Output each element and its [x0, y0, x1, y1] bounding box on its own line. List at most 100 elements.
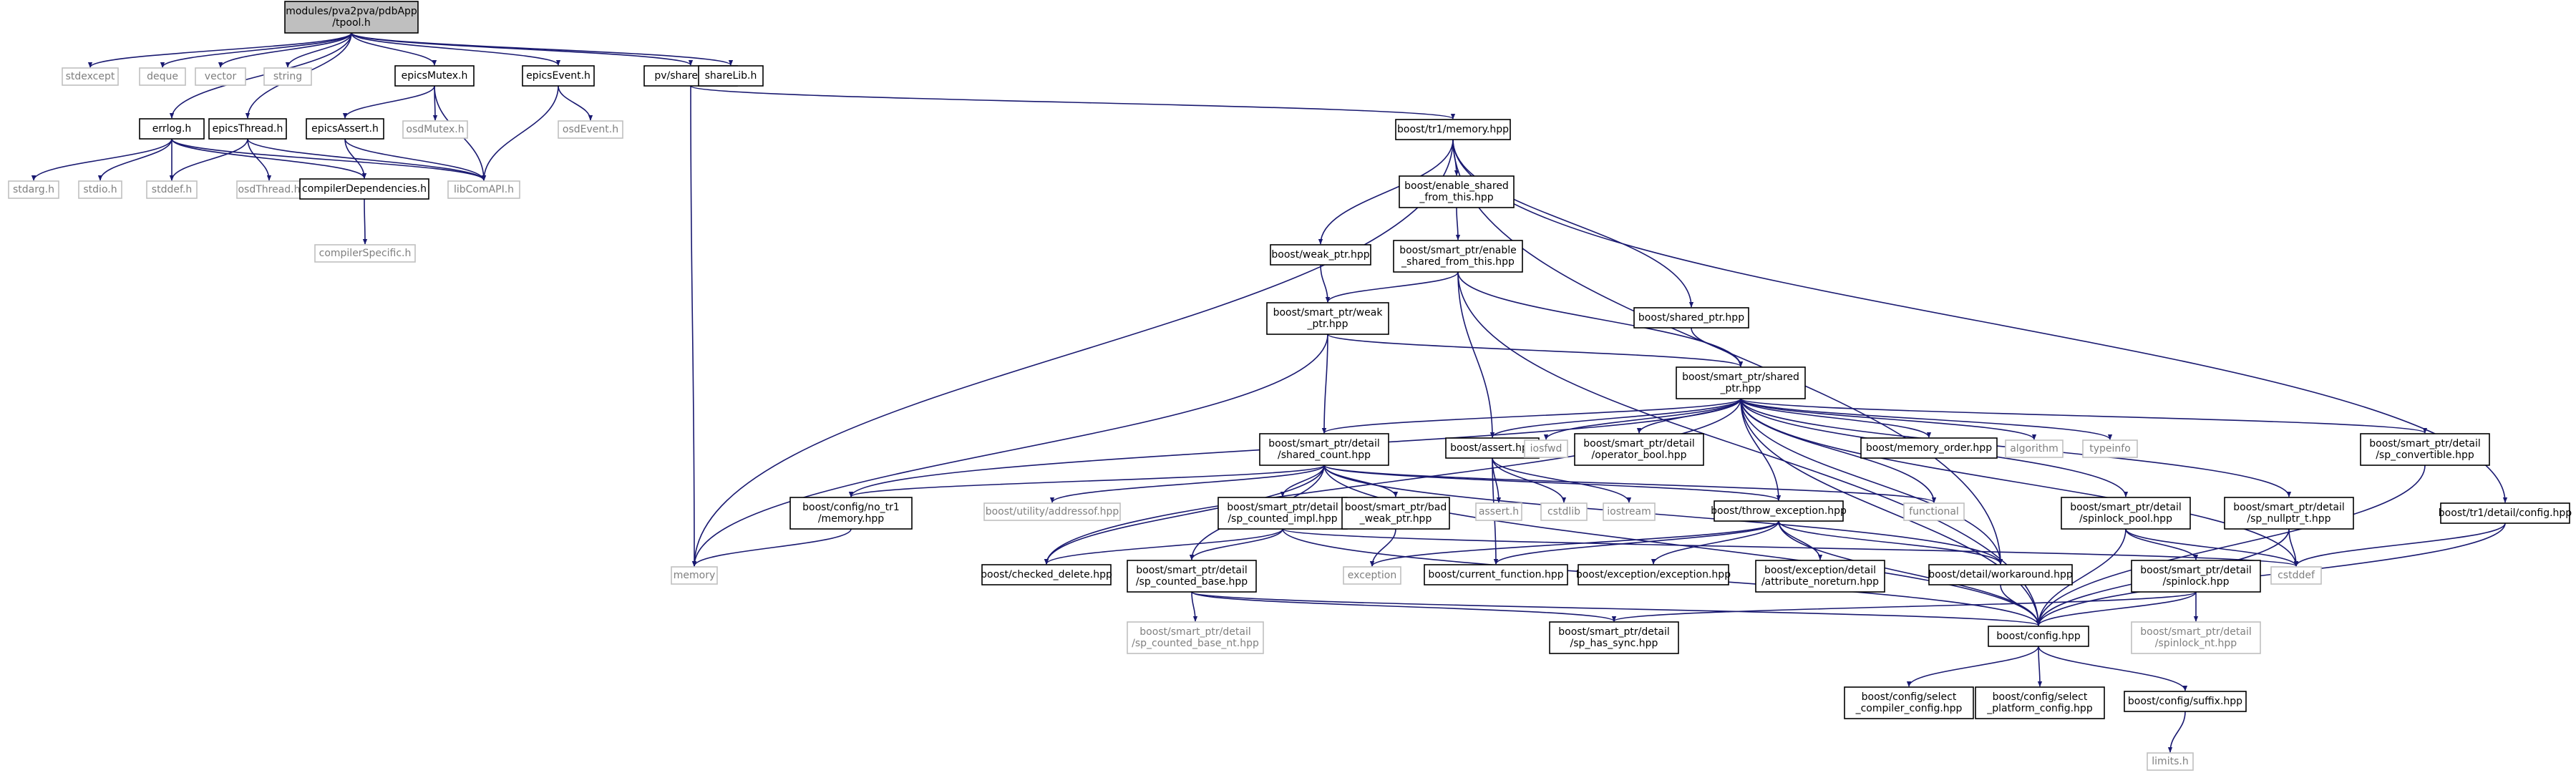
node-label: boost/smart_ptr/detail — [1583, 438, 1694, 449]
node-epicsAssert[interactable]: epicsAssert.h — [306, 118, 384, 140]
edge-sharedCount-to-functional — [1323, 465, 1936, 503]
edge-compilerDep-to-compilerSpec — [362, 198, 368, 245]
node-label: compilerSpecific.h — [319, 248, 412, 259]
edge-sharedPtrHpp-to-spShared — [1691, 327, 1744, 367]
edge-root-to-shareLib — [351, 32, 734, 66]
edge-spEnableShared-to-configHpp — [1457, 271, 2041, 626]
node-osdMutex: osdMutex.h — [402, 120, 468, 139]
edge-throwExc-to-excException — [1651, 520, 1779, 565]
node-epicsEvent[interactable]: epicsEvent.h — [522, 65, 595, 87]
node-selectPlatform[interactable]: boost/config/select_platform_config.hpp — [1975, 686, 2105, 719]
edge-root-to-epicsMutex — [351, 32, 437, 66]
node-countedImpl[interactable]: boost/smart_ptr/detail/sp_counted_impl.h… — [1217, 497, 1348, 530]
node-cstddef: cstddef — [2270, 566, 2322, 585]
node-osdThread: osdThread.h — [236, 180, 302, 199]
edge-sharedCount-to-addressof — [1049, 465, 1325, 503]
node-badWeak[interactable]: boost/smart_ptr/bad_weak_ptr.hpp — [1341, 497, 1450, 530]
node-label: exception — [1348, 570, 1396, 581]
node-suffix[interactable]: boost/config/suffix.hpp — [2124, 691, 2247, 712]
node-sharedPtrHpp[interactable]: boost/shared_ptr.hpp — [1633, 307, 1749, 329]
node-label: osdEvent.h — [563, 124, 618, 135]
edge-configHpp-to-selectCompiler — [1906, 646, 2039, 687]
node-nullptrT[interactable]: boost/smart_ptr/detail/sp_nullptr_t.hpp — [2224, 497, 2354, 530]
node-tr1memory[interactable]: boost/tr1/memory.hpp — [1395, 119, 1511, 140]
node-configHpp[interactable]: boost/config.hpp — [1988, 626, 2089, 647]
node-spEnableShared[interactable]: boost/smart_ptr/enable_shared_from_this.… — [1393, 240, 1523, 273]
node-label: boost/config/suffix.hpp — [2128, 696, 2242, 707]
node-memoryOrder[interactable]: boost/memory_order.hpp — [1860, 437, 1998, 459]
node-label: boost/config.hpp — [1996, 631, 2081, 642]
edge-spinlockPool-to-configHpp — [2036, 528, 2127, 626]
node-tr1config[interactable]: boost/tr1/detail/config.hpp — [2439, 502, 2572, 524]
node-box — [1574, 433, 1704, 466]
node-box — [1475, 502, 1522, 521]
node-label: boost/tr1/detail/config.hpp — [2439, 507, 2572, 519]
edge-workaround-to-configHpp — [2000, 584, 2041, 626]
edge-sharedPtr-to-memory — [690, 85, 697, 567]
node-checkedDelete[interactable]: boost/checked_delete.hpp — [981, 564, 1112, 585]
node-label: _ptr.hpp — [1720, 383, 1761, 394]
node-label: /tpool.h — [332, 17, 370, 29]
node-stdexcept: stdexcept — [62, 67, 119, 86]
node-hasSync[interactable]: boost/smart_ptr/detail/sp_has_sync.hpp — [1549, 621, 1679, 654]
node-box — [1540, 502, 1588, 521]
node-label: boost/smart_ptr/weak — [1273, 307, 1384, 319]
edge-spinlockPool-to-cstddef — [2125, 528, 2299, 567]
edge-epicsAssert-to-libComAPI — [344, 138, 487, 181]
node-epicsThread[interactable]: epicsThread.h — [208, 118, 287, 140]
node-label: _shared_from_this.hpp — [1401, 256, 1515, 268]
node-iostream: iostream — [1603, 502, 1656, 521]
node-epicsMutex[interactable]: epicsMutex.h — [394, 65, 475, 87]
node-label: /spinlock.hpp — [2162, 576, 2229, 588]
node-label: boost/shared_ptr.hpp — [1638, 312, 1744, 324]
node-spinlock[interactable]: boost/smart_ptr/detail/spinlock.hpp — [2131, 560, 2261, 593]
node-cstdlib: cstdlib — [1540, 502, 1588, 521]
node-label: boost/smart_ptr/detail — [2140, 565, 2251, 576]
node-enableShared[interactable]: boost/enable_shared_from_this.hpp — [1399, 175, 1515, 208]
node-errlog[interactable]: errlog.h — [139, 118, 205, 140]
edge-spEnableShared-to-assertHpp — [1457, 271, 1495, 438]
node-box — [394, 65, 475, 87]
node-label: _from_this.hpp — [1419, 192, 1493, 203]
node-root[interactable]: modules/pva2pva/pdbApp/tpool.h — [284, 1, 419, 34]
node-assertHpp[interactable]: boost/assert.hpp — [1445, 437, 1540, 459]
node-box — [1524, 439, 1568, 458]
node-label: stdio.h — [83, 184, 117, 195]
edge-spShared-to-typeinfo — [1740, 398, 2113, 440]
edge-spShared-to-cstddef — [1740, 398, 2299, 567]
node-label: compilerDependencies.h — [302, 183, 427, 195]
node-shareLib[interactable]: shareLib.h — [698, 65, 764, 87]
node-noTr1[interactable]: boost/config/no_tr1/memory.hpp — [789, 497, 913, 530]
node-label: boost/smart_ptr/enable — [1399, 245, 1517, 256]
edge-sharedCount-to-workaround — [1323, 465, 2003, 565]
node-weakPtrHpp[interactable]: boost/weak_ptr.hpp — [1270, 244, 1371, 266]
node-workaround[interactable]: boost/detail/workaround.hpp — [1928, 564, 2073, 585]
edge-suffix-to-limits — [2167, 711, 2186, 753]
node-spConvertible[interactable]: boost/smart_ptr/detail/sp_convertible.hp… — [2360, 433, 2490, 466]
node-spinlockNt: boost/smart_ptr/detail/spinlock_nt.hpp — [2131, 621, 2261, 654]
node-spWeakPtr[interactable]: boost/smart_ptr/weak_ptr.hpp — [1266, 302, 1389, 335]
node-selectCompiler[interactable]: boost/config/select_compiler_config.hpp — [1844, 686, 1974, 719]
node-assertH: assert.h — [1475, 502, 1522, 521]
node-excException[interactable]: boost/exception/exception.hpp — [1576, 564, 1731, 585]
edge-tr1memory-to-sharedPtrHpp — [1452, 139, 1694, 308]
node-operatorBool[interactable]: boost/smart_ptr/detail/operator_bool.hpp — [1574, 433, 1704, 466]
node-countedBase[interactable]: boost/smart_ptr/detail/sp_counted_base.h… — [1127, 560, 1257, 593]
node-box — [1844, 686, 1974, 719]
node-label: epicsAssert.h — [311, 123, 379, 135]
node-compilerDep[interactable]: compilerDependencies.h — [299, 178, 429, 200]
edge-spWeakPtr-to-spShared — [1327, 334, 1743, 367]
edge-configHpp-to-selectPlatform — [2037, 646, 2043, 687]
node-spinlockPool[interactable]: boost/smart_ptr/detail/spinlock_pool.hpp — [2061, 497, 2191, 530]
edge-tr1memory-to-weakPtrHpp — [1318, 139, 1454, 245]
node-label: osdThread.h — [238, 184, 300, 195]
node-currentFunction[interactable]: boost/current_function.hpp — [1424, 564, 1568, 585]
node-box — [698, 65, 764, 87]
node-box — [789, 497, 913, 530]
node-attrNoreturn[interactable]: boost/exception/detail/attribute_noretur… — [1755, 560, 1885, 593]
node-spShared[interactable]: boost/smart_ptr/shared_ptr.hpp — [1676, 366, 1806, 399]
node-label: boost/smart_ptr/shared — [1682, 371, 1799, 383]
node-sharedCount[interactable]: boost/smart_ptr/detail/shared_count.hpp — [1259, 433, 1389, 466]
node-throwExc[interactable]: boost/throw_exception.hpp — [1711, 500, 1847, 522]
node-label: shareLib.h — [705, 70, 757, 82]
